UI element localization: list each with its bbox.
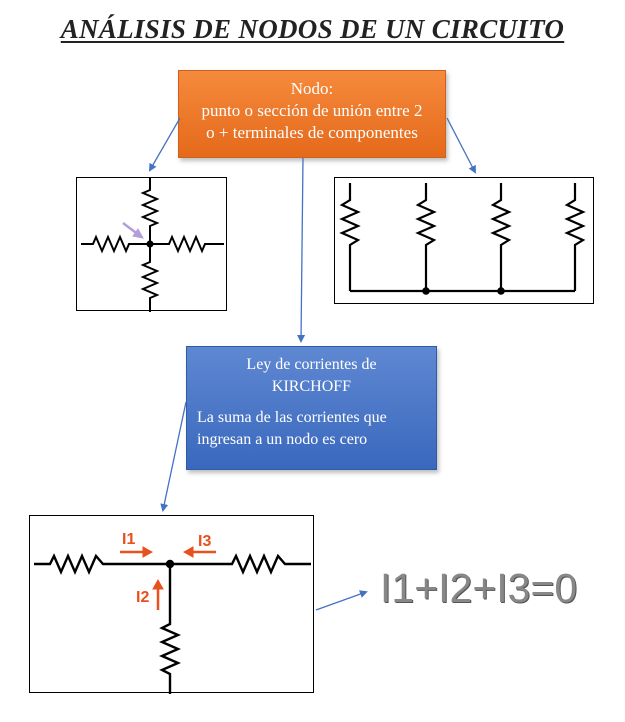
resistor-1 — [339, 183, 361, 291]
node-currents-diagram: I1 I3 I2 — [29, 515, 314, 694]
node-label: Nodo: — [290, 79, 334, 98]
node-dot — [146, 240, 154, 248]
arrow-to-kirchhoff-box — [297, 157, 306, 343]
current-i3-arrow — [182, 546, 216, 558]
left-resistor — [34, 553, 170, 575]
node-currents-schematic: I1 I3 I2 — [34, 531, 311, 694]
node-definition-box: Nodo: punto o sección de unión entre 2 o… — [178, 70, 446, 158]
current-i1-arrow — [120, 546, 154, 558]
resistor-3 — [490, 183, 512, 291]
bottom-resistor — [140, 244, 160, 312]
kirchhoff-heading-line-2: KIRCHOFF — [271, 378, 352, 395]
node-pointer-arrow — [122, 222, 144, 239]
node-definition-line-2: o + terminales de componentes — [206, 123, 418, 142]
current-i2-arrow — [152, 578, 164, 610]
kirchhoff-equation: I1+I2+I3=0 — [380, 565, 578, 611]
cross-node-diagram — [76, 177, 227, 312]
current-i2-label: I2 — [136, 589, 149, 606]
kirchhoff-heading: Ley de corrientes de KIRCHOFF — [187, 347, 436, 398]
top-resistor — [140, 178, 160, 244]
arrow-to-parallel-resistors — [446, 117, 476, 174]
kirchhoff-heading-line-1: Ley de corrientes de — [246, 356, 377, 373]
node-definition-line-1: punto o sección de unión entre 2 — [201, 101, 423, 120]
node-dot — [165, 559, 175, 569]
kirchhoff-law-box: Ley de corrientes de KIRCHOFF La suma de… — [186, 346, 437, 470]
left-resistor — [81, 234, 150, 254]
kirchhoff-description-line-2: ingresan a un nodo es cero — [197, 431, 368, 448]
current-i1-label: I1 — [122, 531, 135, 548]
arrow-to-cross-node — [149, 117, 181, 172]
right-resistor — [150, 234, 224, 254]
arrow-to-equation — [315, 590, 368, 611]
node-dot-1 — [422, 287, 430, 295]
parallel-resistors-schematic — [339, 183, 586, 295]
page-title: ANÁLISIS DE NODOS DE UN CIRCUITO — [60, 14, 565, 44]
cross-node-schematic — [81, 178, 224, 312]
bottom-resistor — [159, 564, 181, 694]
kirchhoff-description: La suma de las corrientes que ingresan a… — [187, 407, 436, 451]
resistor-2 — [415, 183, 437, 291]
kirchhoff-description-line-1: La suma de las corrientes que — [197, 409, 387, 426]
resistor-4 — [564, 183, 586, 291]
node-dot-2 — [497, 287, 505, 295]
parallel-resistors-diagram — [334, 177, 594, 304]
right-resistor — [170, 553, 311, 575]
current-i3-label: I3 — [198, 533, 211, 550]
arrow-to-node-currents — [160, 401, 187, 512]
